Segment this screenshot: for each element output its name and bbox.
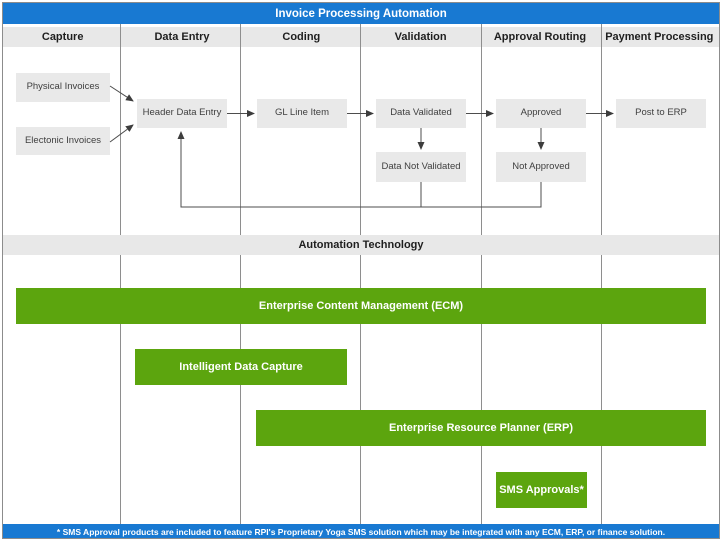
phase-header-coding: Coding [282, 31, 321, 43]
phase-header-approval-routing: Approval Routing [493, 31, 587, 43]
node-approved: Approved [496, 99, 586, 128]
node-header-data-entry: Header Data Entry [137, 99, 227, 128]
node-not-approved: Not Approved [496, 152, 586, 182]
phase-header-row: Capture Data Entry Coding Validation App… [3, 27, 719, 47]
node-physical-invoices: Physical Invoices [16, 73, 110, 102]
node-data-validated: Data Validated [376, 99, 466, 128]
column-divider [601, 23, 602, 524]
phase-header-payment-processing: Payment Processing [605, 31, 714, 43]
node-gl-line-item: GL Line Item [257, 99, 347, 128]
phase-header-capture: Capture [41, 31, 84, 43]
footnote-bar: * SMS Approval products are included to … [3, 524, 719, 539]
column-divider [481, 23, 482, 524]
node-electronic-invoices: Electonic Invoices [16, 127, 110, 155]
node-post-to-erp: Post to ERP [616, 99, 706, 128]
arrow-feedback-to-header-entry [177, 131, 542, 208]
phase-header-validation: Validation [394, 31, 447, 43]
bar-ecm: Enterprise Content Management (ECM) [16, 288, 706, 324]
bar-sms-approvals: SMS Approvals* [496, 472, 587, 508]
phase-header-data-entry: Data Entry [154, 31, 210, 43]
diagram-title: Invoice Processing Automation [3, 3, 719, 24]
column-divider [120, 23, 121, 524]
arrow-electronic-to-header-entry [109, 124, 134, 143]
bar-erp: Enterprise Resource Planner (ERP) [256, 410, 706, 446]
node-data-not-validated: Data Not Validated [376, 152, 466, 182]
automation-technology-band: Automation Technology [3, 235, 719, 255]
column-divider [360, 23, 361, 524]
arrow-physical-to-header-entry [109, 85, 134, 102]
column-divider [240, 23, 241, 524]
bar-intelligent-data-capture: Intelligent Data Capture [135, 349, 347, 385]
